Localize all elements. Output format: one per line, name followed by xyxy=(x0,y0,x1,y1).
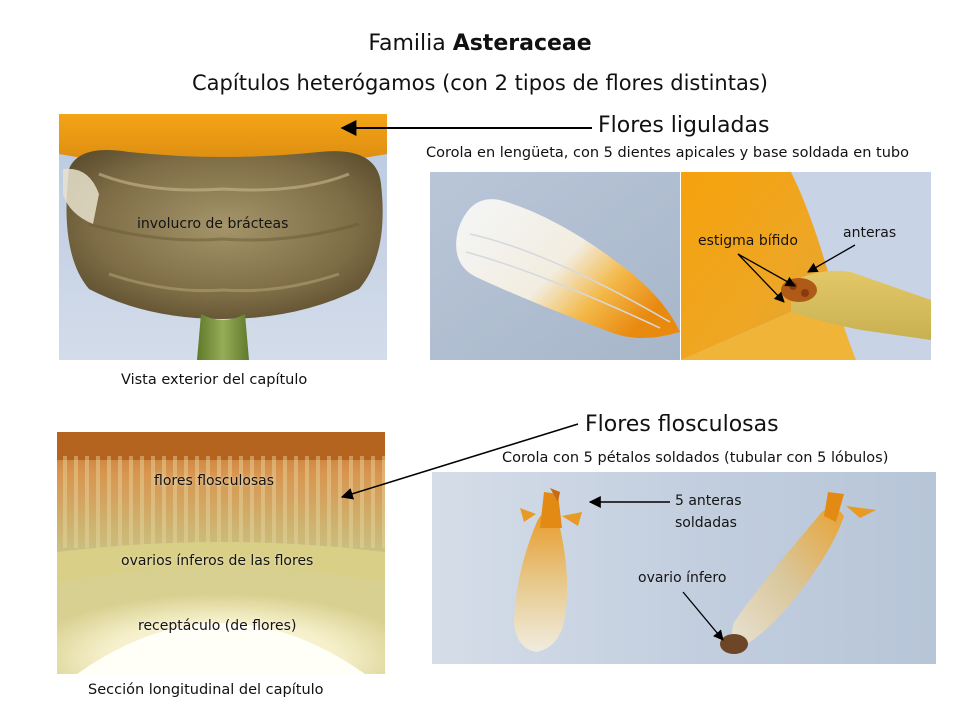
floret-stripe xyxy=(184,456,188,548)
floret-stripe xyxy=(382,456,385,548)
floret-stripe xyxy=(195,456,199,548)
title-prefix: Familia xyxy=(368,31,453,56)
floret-stripe xyxy=(272,456,276,548)
floret-stripe xyxy=(173,456,177,548)
floret-stripe xyxy=(129,456,133,548)
floret-stripe xyxy=(239,456,243,548)
floret-stripe xyxy=(371,456,375,548)
floret-stripe xyxy=(360,456,364,548)
label-tubular-anthers-line1: 5 anteras xyxy=(675,493,742,509)
floret-stripe xyxy=(316,456,320,548)
floret-stripe xyxy=(338,456,342,548)
floret-stripe xyxy=(217,456,221,548)
exterior-view-photo xyxy=(59,114,387,360)
floret-stripe xyxy=(151,456,155,548)
floret-stripe xyxy=(85,456,89,548)
label-stigma: estigma bífido xyxy=(698,233,798,249)
label-ovary: ovario ínfero xyxy=(638,570,727,586)
ligule-photo xyxy=(430,172,680,360)
floret-stripe xyxy=(206,456,210,548)
label-tubular-anthers: 5 anteras soldadas xyxy=(675,490,742,534)
floret-stripe xyxy=(250,456,254,548)
ligule-base-photo xyxy=(681,172,931,360)
heading-ligulate: Flores liguladas xyxy=(598,113,770,138)
floret-stripe xyxy=(261,456,265,548)
desc-tubular: Corola con 5 pétalos soldados (tubular c… xyxy=(502,450,889,466)
floret-stripe xyxy=(162,456,166,548)
label-florets: flores flosculosas xyxy=(154,473,275,489)
section-photo xyxy=(57,432,385,674)
desc-ligulate: Corola en lengüeta, con 5 dientes apical… xyxy=(426,145,909,161)
label-anthers-ligulate: anteras xyxy=(843,225,897,241)
caption-exterior-view: Vista exterior del capítulo xyxy=(121,372,308,388)
floret-stripe xyxy=(305,456,309,548)
floret-stripe xyxy=(228,456,232,548)
title-family: Asteraceae xyxy=(452,31,592,56)
page-subtitle: Capítulos heterógamos (con 2 tipos de fl… xyxy=(192,71,768,95)
floret-stripe xyxy=(107,456,111,548)
label-tubular-anthers-line2: soldadas xyxy=(675,515,737,531)
floret-stripe xyxy=(294,456,298,548)
floret-stripe xyxy=(74,456,78,548)
label-involucre: involucro de brácteas xyxy=(137,216,289,232)
floret-stripe xyxy=(96,456,100,548)
page-title: Familia Asteraceae xyxy=(0,31,960,56)
floret-stripe xyxy=(327,456,331,548)
heading-tubular: Flores flosculosas xyxy=(585,412,779,437)
floret-stripe xyxy=(283,456,287,548)
label-receptacle: receptáculo (de flores) xyxy=(138,618,297,634)
floret-stripe xyxy=(140,456,144,548)
floret-stripe xyxy=(349,456,353,548)
floret-stripe xyxy=(63,456,67,548)
label-ovaries: ovarios ínferos de las flores xyxy=(121,553,314,569)
floret-stripe xyxy=(118,456,122,548)
caption-section: Sección longitudinal del capítulo xyxy=(88,682,324,698)
